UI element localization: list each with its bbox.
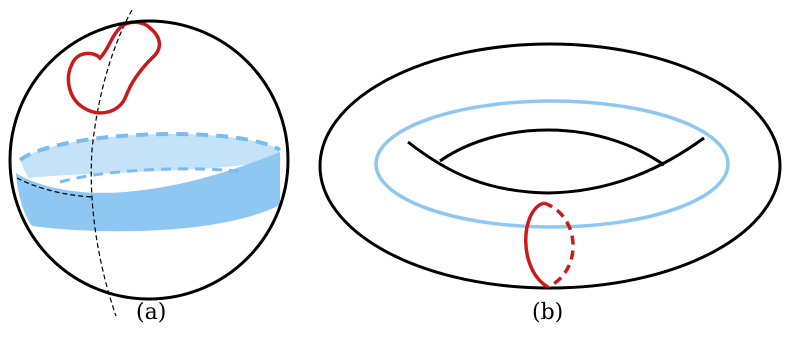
caption-a: (a) — [136, 300, 167, 325]
sphere-meridian-dashed-line — [90, 9, 133, 317]
panel-b-torus — [318, 42, 782, 290]
sphere-band-top-dashed-edge — [18, 132, 282, 162]
sphere-red-loop — [66, 20, 162, 115]
torus-hole-lower-curve — [407, 136, 705, 195]
sphere-outline — [8, 19, 290, 301]
sphere-band-front — [16, 152, 280, 232]
sphere-band-back — [20, 133, 280, 178]
torus-outer-outline — [318, 42, 782, 290]
panel-a-sphere — [8, 9, 290, 317]
caption-b: (b) — [532, 300, 564, 325]
torus-red-loop-back-dashed — [543, 201, 575, 289]
sphere-band-inner-dashed-edge — [59, 167, 246, 184]
torus-hole-upper-curve — [439, 128, 665, 167]
torus-red-loop-front — [524, 201, 549, 289]
torus-blue-loop — [374, 99, 730, 229]
sphere-latitude-dashed-line — [16, 177, 94, 198]
